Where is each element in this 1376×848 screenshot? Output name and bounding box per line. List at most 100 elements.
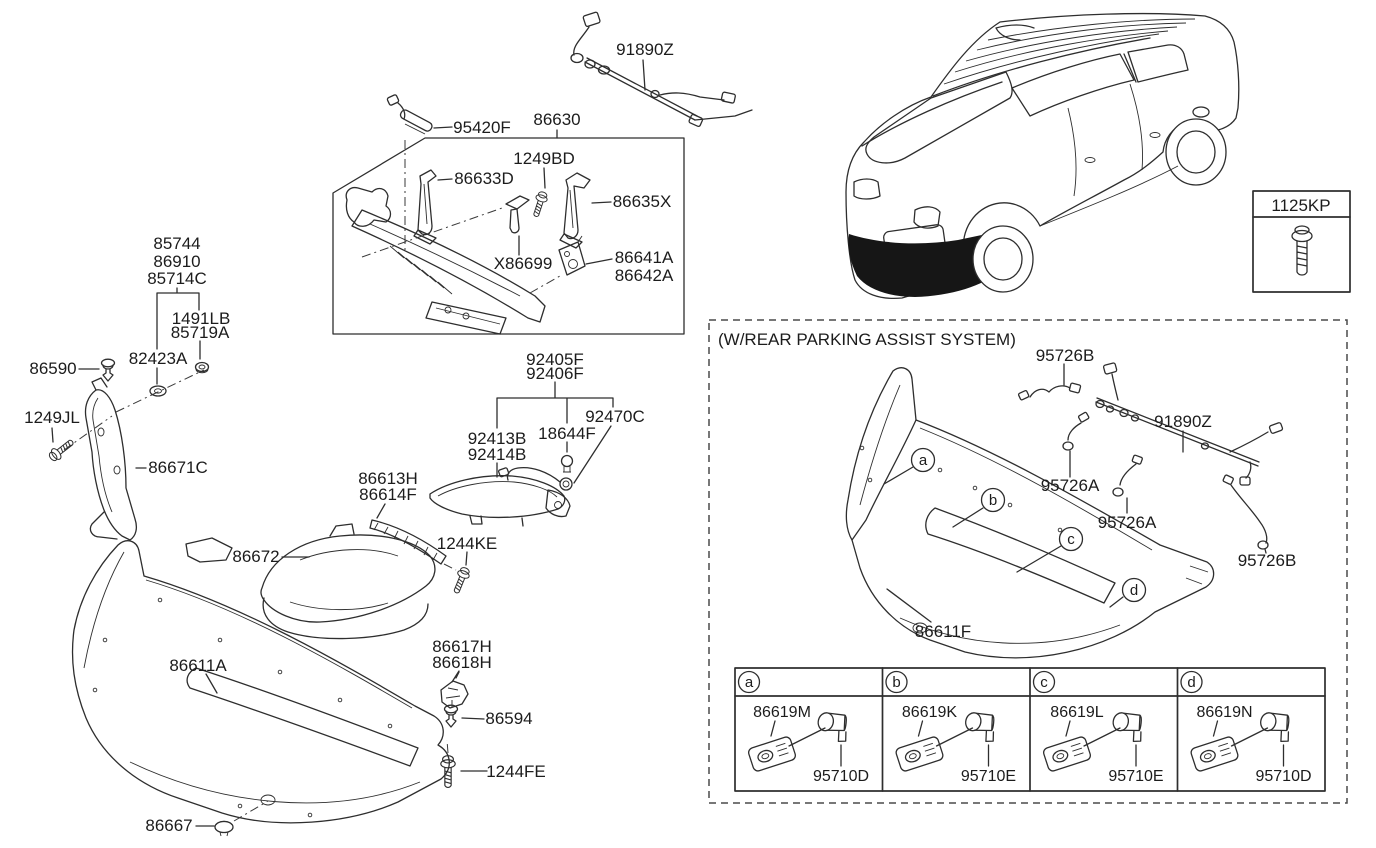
strip-illustration (369, 519, 447, 565)
clip-icon (443, 704, 459, 728)
harness-illustration (570, 11, 753, 128)
sensor-part-label: 86619N (1196, 704, 1252, 721)
part-label-washer: 82423A (129, 349, 188, 368)
part-label-lamp-wire: 92470C (585, 407, 645, 426)
part-label-strip2: 86614F (359, 485, 417, 504)
svg-text:c: c (1067, 531, 1075, 548)
svg-text:a: a (745, 674, 754, 691)
pas-bumper-illustration (845, 367, 1215, 659)
part-label-lower-bracket2: 86618H (432, 653, 492, 672)
part-label-stack3: 85714C (147, 269, 207, 288)
washer-icon (149, 385, 167, 397)
beam-illustration (345, 186, 546, 335)
lower-bracket-illustration (440, 671, 469, 709)
svg-text:b: b (989, 492, 997, 509)
svg-text:b: b (892, 674, 900, 691)
pas-wire-mid-illustration (1112, 454, 1143, 497)
part-label-wire-left: 95726A (1041, 476, 1100, 495)
lamp-label-bracket (496, 381, 614, 429)
part-label-lower-bracket1: 86617H (432, 637, 492, 656)
part-label-stack1: 85744 (153, 234, 200, 253)
table-cell-b: b 86619K 95710E (885, 670, 1016, 785)
pas-wire-top-illustration (1017, 382, 1082, 401)
beam-bracket-left-illustration (413, 169, 437, 245)
retainer-part-label: 95710E (961, 768, 1016, 785)
screw-icon (450, 565, 473, 596)
part-label-grommet1: 1491LB (172, 309, 231, 328)
license-plate-bracket-illustration (558, 235, 586, 276)
leader-92470C (573, 425, 612, 484)
bolt-icon (529, 189, 550, 219)
part-label-beam-bolt: 1249BD (513, 149, 574, 168)
callout-a: a (883, 447, 936, 485)
part-label-lower-screw: 1244FE (486, 762, 546, 781)
leader-86594 (461, 717, 485, 720)
bumper-cover-illustration (71, 537, 450, 824)
part-label-pad: 86672 (232, 547, 279, 566)
leader-86611F (886, 588, 932, 623)
assembly-lines (361, 206, 561, 294)
sensor-bracket-illustration (386, 94, 433, 135)
part-label-stack2: 86910 (153, 252, 200, 271)
retainer-part-label: 95710D (813, 768, 869, 785)
part-label-pas-harness: 91890Z (1154, 412, 1212, 431)
part-label-lens2: 92414B (468, 445, 527, 464)
part-label-lens1: 92413B (468, 429, 527, 448)
table-cell-c: c 86619L 95710E (1032, 670, 1164, 785)
hardware-box: 1125KP (1252, 190, 1351, 293)
section-title: (W/REAR PARKING ASSIST SYSTEM) (718, 330, 1016, 349)
plug-icon (214, 820, 234, 837)
leader-1244KE (465, 551, 468, 566)
leader-1249JL (51, 427, 54, 443)
part-label-plate1: 86641A (615, 248, 674, 267)
leader-95726B-right (1264, 548, 1267, 554)
table-cell-d: d 86619N 95710D (1180, 670, 1312, 785)
table-cell-a: a 86619M 95710D (737, 670, 869, 785)
leader-95420F (433, 126, 453, 129)
side-bracket-illustration (84, 377, 137, 541)
beam-detail-box (332, 137, 685, 335)
part-label-strip-screw: 1244KE (437, 534, 498, 553)
part-label-strip1: 86613H (358, 469, 418, 488)
part-label-beam: 86630 (533, 110, 580, 129)
leader-86633D (437, 178, 453, 181)
label-bracket-lines (156, 287, 201, 360)
callout-c: c (1016, 526, 1084, 573)
leader-86614F (376, 503, 386, 519)
part-label-lamp2: 92406F (526, 364, 584, 383)
retainer-part-label: 95710D (1255, 768, 1311, 785)
lamp-illustration (429, 475, 571, 527)
pas-wire-left-illustration (1062, 411, 1090, 451)
pas-wire-right-illustration (1222, 474, 1269, 550)
vehicle-illustration (845, 12, 1240, 300)
leader-86641A (585, 258, 613, 265)
harness-label-group: 91890Z (616, 40, 674, 91)
leader-1249BD (543, 167, 546, 189)
part-label-sensor-bracket: 95420F (453, 118, 511, 137)
part-label-side-bracket: 86671C (148, 458, 208, 477)
part-label-hardware: 1125KP (1271, 196, 1330, 215)
assembly-line-left (63, 369, 205, 451)
sensor-table: a 86619M 95710D b 86619K 95710E c 86619L… (734, 667, 1326, 792)
callout-b: b (952, 487, 1006, 528)
svg-text:a: a (919, 452, 928, 469)
svg-text:d: d (1187, 674, 1195, 691)
part-label-side-screw: 1249JL (24, 408, 80, 427)
parking-assist-section-box (708, 319, 1348, 804)
leader-86617H (451, 670, 460, 683)
retainer-part-label: 95710E (1108, 768, 1163, 785)
beam-clip-illustration (505, 195, 530, 234)
clip-icon (100, 358, 116, 382)
part-label-plug: 86667 (145, 816, 192, 835)
leader-86635X (591, 201, 612, 204)
part-label-pas-bumper: 86611F (915, 622, 971, 641)
assembly-line-strip (443, 563, 457, 571)
lamp-wire-illustration (497, 466, 573, 491)
part-label-wire-mid: 95726A (1098, 513, 1157, 532)
part-label-wire-right: 95726B (1238, 551, 1297, 570)
part-label-side-clip: 86590 (29, 359, 76, 378)
bolt-icon (1291, 225, 1313, 276)
sensor-part-label: 86619L (1050, 704, 1103, 721)
